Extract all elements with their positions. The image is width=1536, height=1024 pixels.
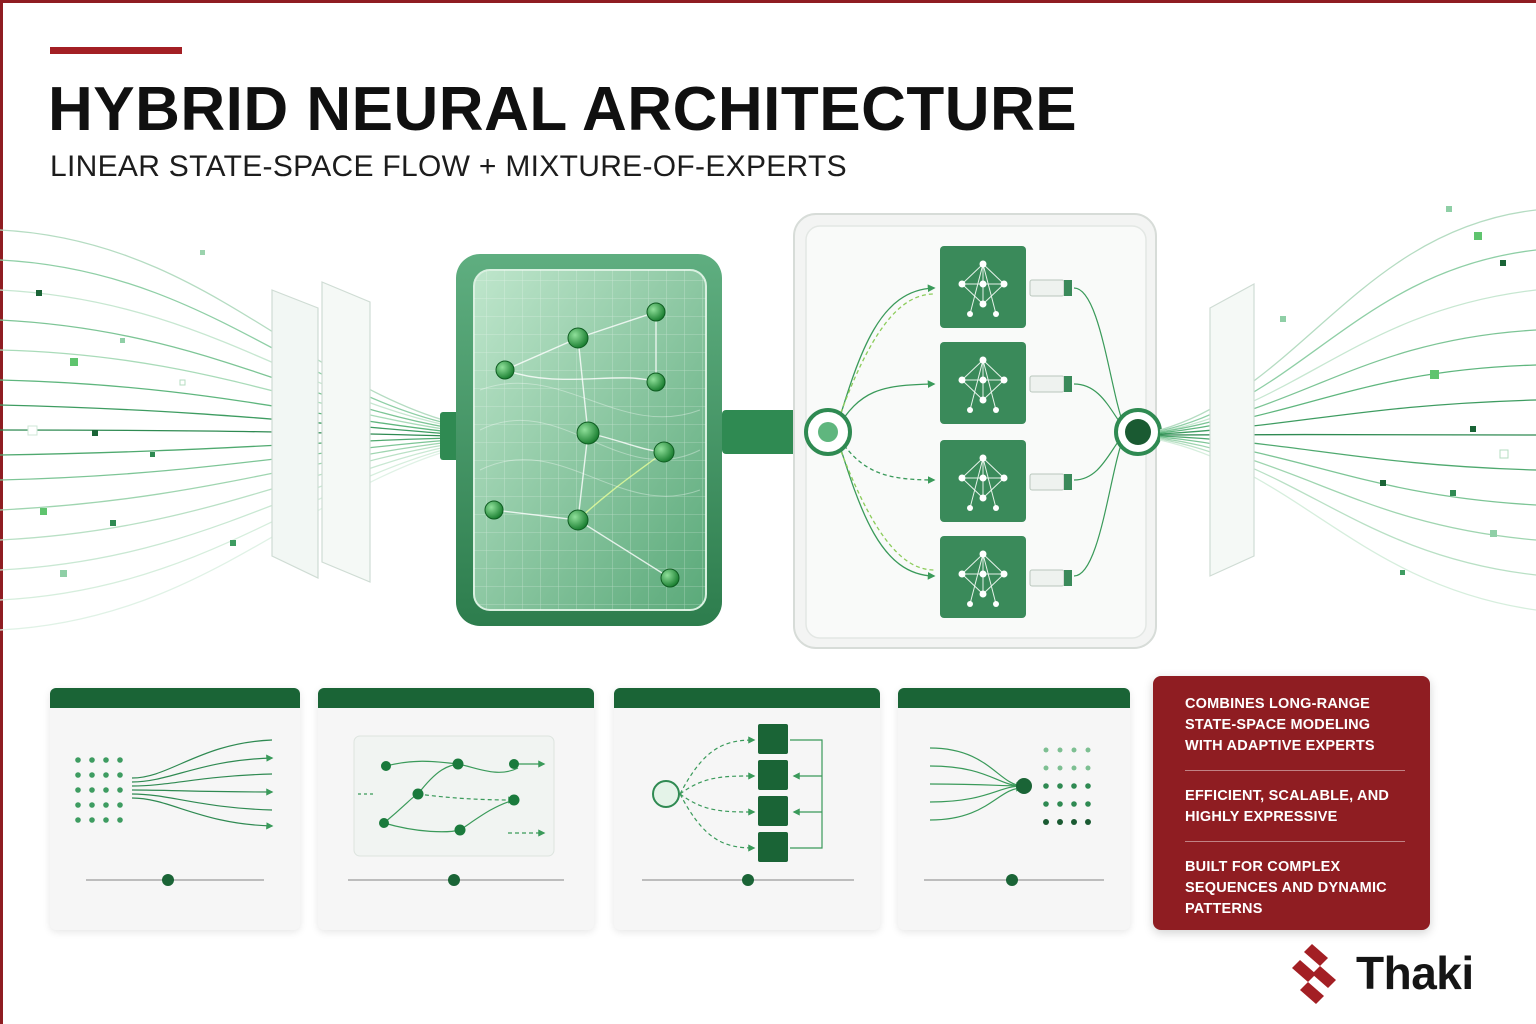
expert-stack bbox=[940, 246, 1072, 618]
state-space-panel bbox=[318, 688, 594, 930]
key-benefits-panel: COMBINES LONG-RANGE STATE-SPACE MODELING… bbox=[1153, 676, 1430, 930]
state-space-block bbox=[440, 254, 722, 626]
divider bbox=[1185, 770, 1405, 771]
ssm-moe-connector bbox=[722, 410, 812, 454]
brand-logo bbox=[1292, 944, 1336, 1004]
input-stream-panel bbox=[50, 688, 300, 930]
output-merge-panel bbox=[898, 688, 1130, 930]
mixture-of-experts-block bbox=[793, 213, 1162, 649]
input-particles bbox=[27, 250, 236, 577]
page-subtitle: LINEAR STATE-SPACE FLOW + MIXTURE-OF-EXP… bbox=[50, 150, 847, 183]
title-accent-bar bbox=[50, 47, 182, 54]
expert-routing-panel bbox=[614, 688, 880, 930]
top-border bbox=[0, 0, 1536, 3]
divider bbox=[1185, 841, 1405, 842]
architecture-diagram bbox=[0, 206, 1536, 649]
benefit-item: BUILT FOR COMPLEX SEQUENCES AND DYNAMIC … bbox=[1185, 859, 1387, 917]
input-streams bbox=[0, 229, 451, 631]
brand-name: Thaki bbox=[1356, 947, 1474, 999]
benefit-item: EFFICIENT, SCALABLE, AND HIGHLY EXPRESSI… bbox=[1185, 788, 1390, 825]
page-title: HYBRID NEURAL ARCHITECTURE bbox=[48, 75, 1078, 144]
benefit-item: COMBINES LONG-RANGE STATE-SPACE MODELING… bbox=[1185, 696, 1375, 754]
output-particles bbox=[1280, 206, 1509, 575]
left-border bbox=[0, 0, 3, 1024]
thaki-logo-icon bbox=[1292, 944, 1336, 1004]
output-glass-pane bbox=[1209, 282, 1255, 577]
input-glass-panes bbox=[271, 281, 371, 583]
